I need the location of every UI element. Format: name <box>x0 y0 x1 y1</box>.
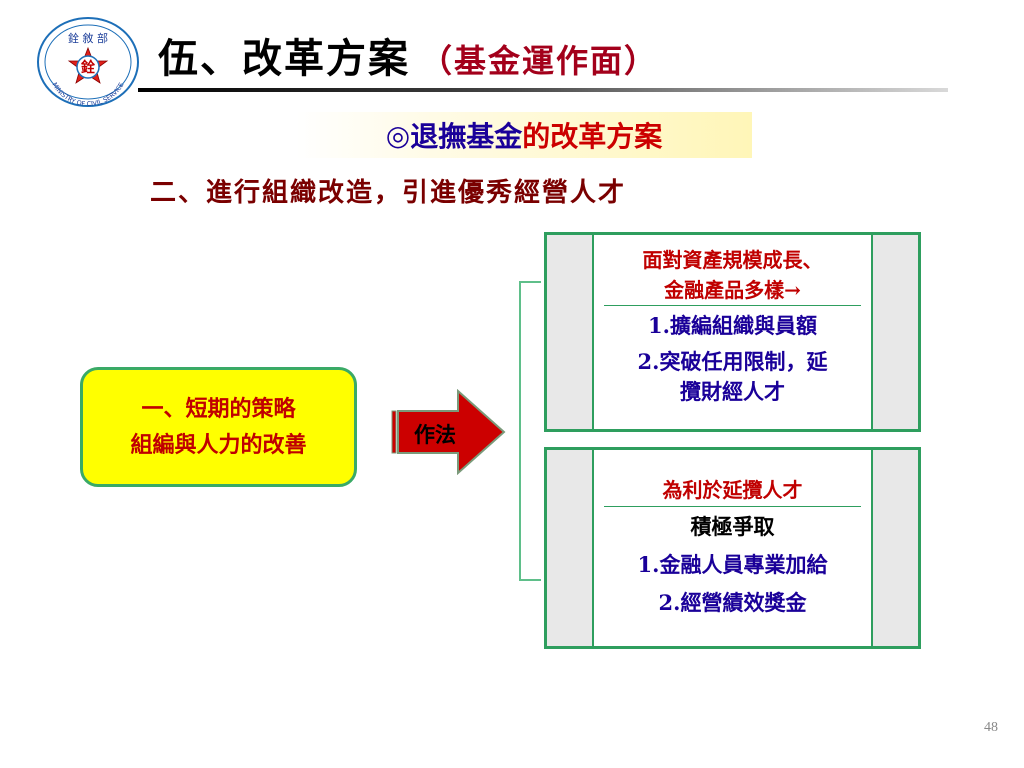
title-subtitle: （基金運作面） <box>420 42 659 80</box>
strategy-line-2: 組編與人力的改善 <box>130 432 307 458</box>
measure-box-recruit-talent: 為利於延攬人才 積極爭取 1.金融人員專業加給 2.經營績效獎金 <box>544 447 921 649</box>
section-subheading: 二、進行組織改造，引進優秀經營人才 <box>150 178 627 208</box>
box2-heading: 為利於延攬人才 <box>662 478 803 502</box>
ministry-seal-icon: 銓 敘 部 MINISTRY OF CIVIL SERVICE 銓 <box>37 17 139 108</box>
box1-heading-line2: 金融產品多樣→ <box>664 278 801 302</box>
title-main: 伍、改革方案 <box>158 35 410 82</box>
box2-item-1: 1.金融人員專業加給 <box>637 552 828 577</box>
box1-heading-line1: 面對資產規模成長、 <box>642 248 823 272</box>
strategy-line-1: 一、短期的策略 <box>141 395 296 422</box>
banner-blue-text: 退撫基金 <box>410 120 523 153</box>
measure-box-expand-organization: 面對資產規模成長、 金融產品多樣→ 1.擴編組織與員額 2.突破任用限制，延 攬… <box>544 232 921 432</box>
box1-item-1: 1.擴編組織與員額 <box>648 313 817 338</box>
section-banner: ◎ 退撫基金 的改革方案 <box>296 112 752 158</box>
right-arrow-icon <box>391 389 506 475</box>
ministry-logo: 銓 敘 部 MINISTRY OF CIVIL SERVICE 銓 <box>34 14 142 108</box>
bracket-connector <box>519 281 541 581</box>
box1-item-2-line1: 2.突破任用限制，延 <box>637 349 828 374</box>
title-divider <box>138 88 948 92</box>
svg-text:銓 敘 部: 銓 敘 部 <box>68 31 108 45</box>
svg-text:銓: 銓 <box>81 59 95 76</box>
banner-symbol: ◎ <box>385 118 411 152</box>
measure-box-1-content: 面對資產規模成長、 金融產品多樣→ 1.擴編組織與員額 2.突破任用限制，延 攬… <box>592 235 873 429</box>
measure-box-2-content: 為利於延攬人才 積極爭取 1.金融人員專業加給 2.經營績效獎金 <box>592 450 873 646</box>
banner-red-text: 的改革方案 <box>522 120 663 153</box>
box1-item-2-line2: 攬財經人才 <box>680 379 785 404</box>
box1-divider <box>604 305 861 306</box>
page-title: 伍、改革方案 （基金運作面） <box>158 26 658 86</box>
box2-lead: 積極爭取 <box>690 514 775 539</box>
arrow-label: 作法 <box>414 422 456 447</box>
box2-divider <box>604 506 861 507</box>
page-number: 48 <box>984 720 998 735</box>
box2-item-2: 2.經營績效獎金 <box>658 590 807 615</box>
short-term-strategy-box: 一、短期的策略 組編與人力的改善 <box>80 367 357 487</box>
